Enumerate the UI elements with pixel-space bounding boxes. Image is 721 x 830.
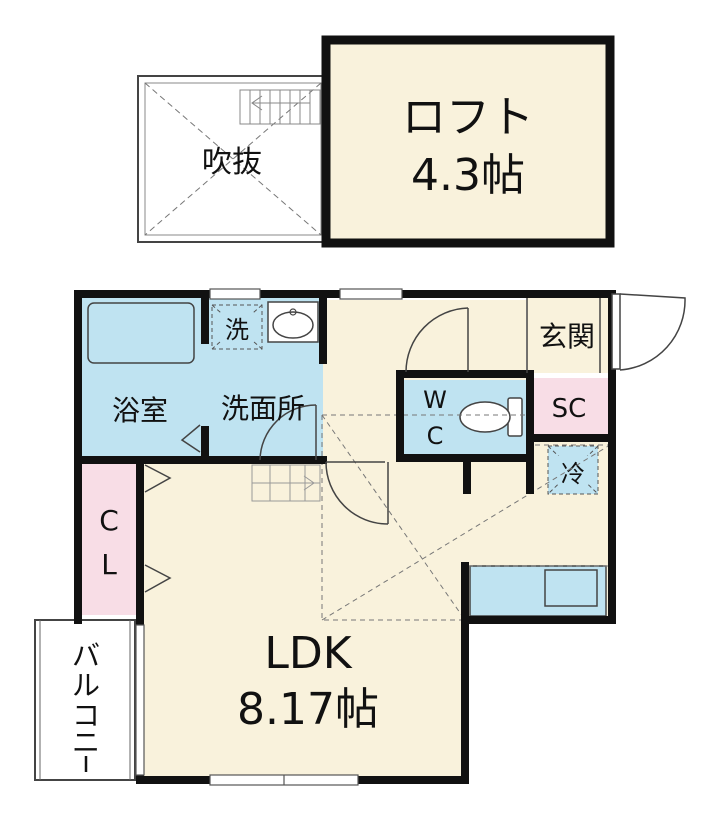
main-level: 洗 冷 — [34, 288, 686, 786]
shoe-cabinet — [530, 378, 608, 436]
windows — [135, 288, 403, 786]
closet-door-indicator — [144, 564, 172, 593]
closet-door-indicator — [144, 464, 172, 493]
fridge-label: 冷 — [561, 460, 585, 488]
void-label: 吹抜 — [202, 145, 262, 180]
washbasin — [267, 301, 319, 343]
washroom-label: 洗面所 — [221, 392, 305, 425]
balcony — [34, 619, 136, 781]
loft-level: 吹抜 ロフト 4.3帖 — [137, 35, 615, 248]
kitchen-counter — [469, 565, 607, 617]
closet-label-c: C — [99, 504, 119, 537]
toilet-label-c: C — [427, 422, 444, 450]
balcony-label: バ ル コ ニ — [72, 639, 100, 772]
bath-door-indicator — [180, 424, 201, 453]
toilet-fixture — [459, 397, 523, 437]
balcony-char: ル — [72, 669, 100, 702]
entrance-label: 玄関 — [539, 320, 595, 353]
washer-label: 洗 — [225, 316, 249, 344]
void-cross-line — [144, 82, 322, 236]
loft-ladder — [239, 89, 321, 125]
void-cross-line — [144, 82, 322, 236]
balcony-char: コ — [72, 699, 100, 732]
ldk-floor — [140, 462, 465, 780]
bathtub — [87, 302, 195, 364]
loft-size: 4.3帖 — [411, 150, 525, 201]
ldk-name: LDK — [264, 628, 352, 679]
ldk-size: 8.17帖 — [237, 684, 379, 735]
entrance-floor — [527, 298, 610, 373]
stairs — [251, 464, 321, 502]
bath-label: 浴室 — [112, 394, 168, 427]
shoe-cabinet-label: SC — [552, 394, 587, 424]
loft-room — [321, 35, 615, 248]
balcony-char: バ — [72, 639, 100, 672]
balcony-char: ニ — [72, 726, 100, 759]
doors — [259, 293, 686, 525]
toilet-label-w: W — [423, 386, 447, 414]
void-above-outline — [321, 414, 611, 621]
closet — [80, 458, 138, 615]
closet-label-l: L — [101, 548, 117, 581]
loft-name: ロフト — [402, 92, 534, 143]
